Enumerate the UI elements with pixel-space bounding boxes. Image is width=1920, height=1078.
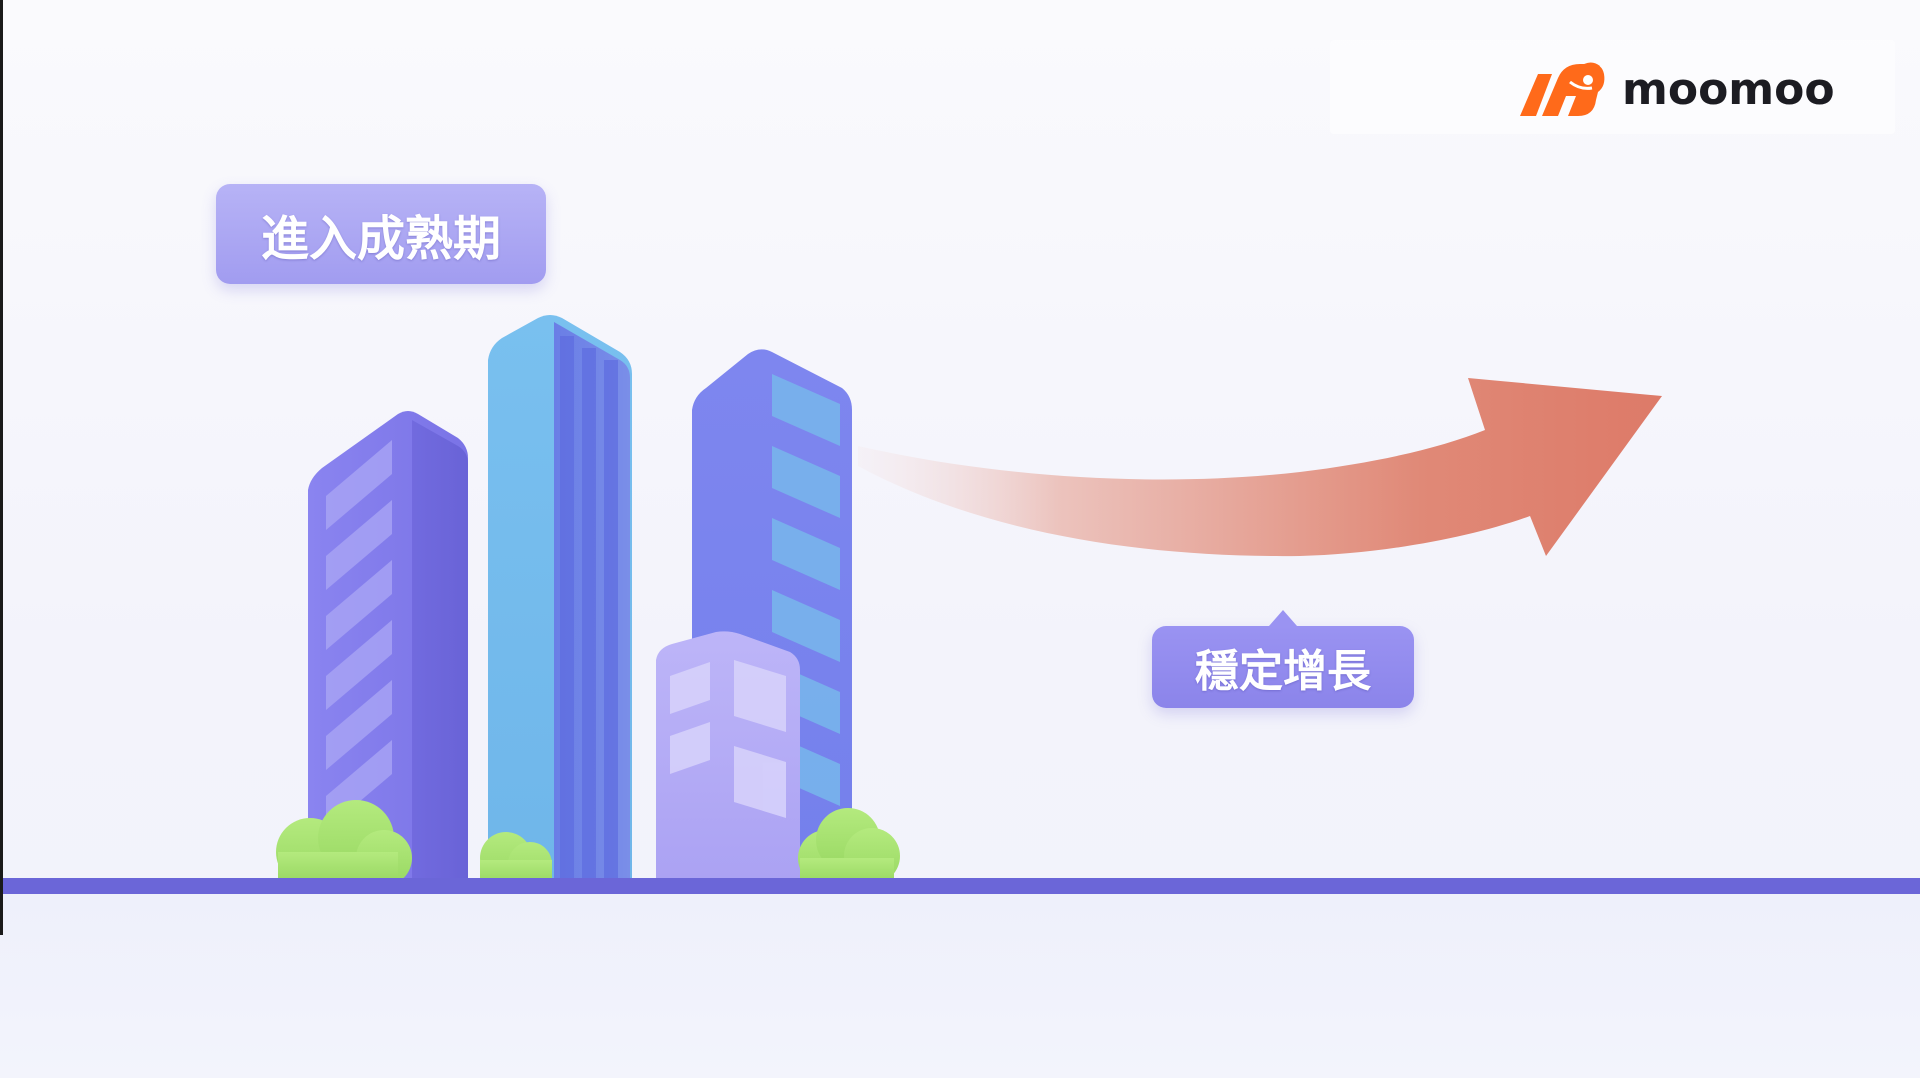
bush-middle-icon [480, 832, 552, 886]
building-blue-icon [488, 315, 632, 880]
logo-panel [1330, 40, 1895, 134]
trend-arrow-icon [858, 378, 1662, 557]
building-small-icon [656, 631, 800, 880]
moomoo-logo: moomoo [1518, 56, 1835, 122]
growth-label: 穩定增長 [1152, 626, 1414, 708]
frame-edge [0, 0, 3, 935]
bottom-band [0, 890, 1920, 1078]
building-purple-icon [308, 411, 468, 880]
bush-left-icon [276, 800, 412, 886]
ground-line [0, 878, 1920, 894]
brand-name: moomoo [1622, 63, 1835, 115]
maturity-label: 進入成熟期 [216, 184, 546, 284]
bull-head-icon [1520, 62, 1605, 116]
